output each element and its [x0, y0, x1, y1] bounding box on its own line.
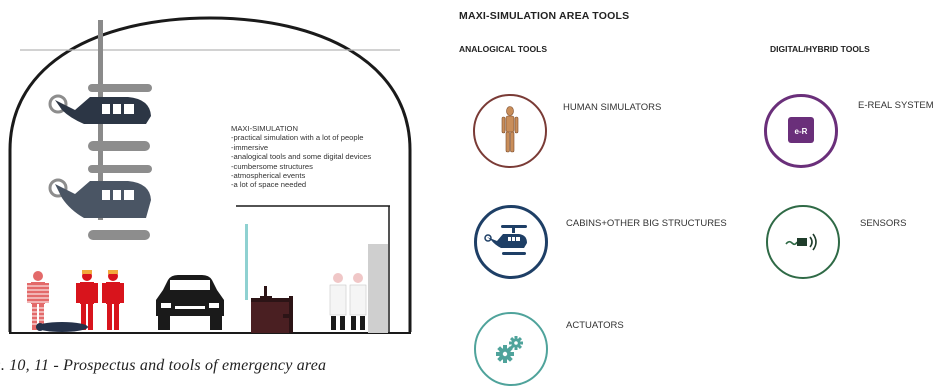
sensors-circle	[766, 205, 840, 279]
sensors-label: SENSORS	[860, 218, 907, 229]
human-simulators-label: HUMAN SIMULATORS	[563, 102, 662, 113]
e-real-logo-icon: e-R	[788, 117, 814, 143]
e-real-logo-text: e-R	[795, 127, 808, 136]
maxi-simulation-annotation: MAXI-SIMULATION -practical simulation wi…	[231, 124, 371, 190]
office-desk	[251, 286, 293, 333]
cabins-circle	[474, 205, 548, 279]
e-real-system-circle: e-R	[764, 94, 838, 168]
cabins-label: CABINS+OTHER BIG STRUCTURES	[566, 218, 727, 229]
maxi-simulation-illustration	[8, 16, 412, 334]
digital-tools-heading: DIGITAL/HYBRID TOOLS	[770, 44, 870, 54]
annotation-line: -cumbersome structures	[231, 161, 313, 171]
annotation-line: MAXI-SIMULATION	[231, 124, 298, 133]
annotation-line: -a lot of space needed	[231, 180, 307, 190]
sensor-icon	[785, 233, 817, 251]
mannequin-icon	[501, 106, 519, 153]
annotation-line: -immersive	[231, 142, 269, 152]
tools-panel-title: MAXI-SIMULATION AREA TOOLS	[459, 10, 630, 22]
annotation-line: -atmospherical events	[231, 171, 306, 181]
hanging-helicopter-top	[48, 84, 152, 151]
medical-staff-figures	[329, 273, 367, 330]
human-simulators-circle	[473, 94, 547, 168]
hanging-helicopter-bottom	[48, 165, 152, 240]
e-real-system-label: E-REAL SYSTEM	[858, 100, 934, 111]
actuators-label: ACTUATORS	[566, 320, 624, 331]
actuators-circle	[474, 312, 548, 386]
analogical-tools-heading: ANALOGICAL TOOLS	[459, 44, 547, 54]
gears-icon	[496, 336, 523, 363]
human-simulator-figures	[27, 270, 124, 332]
annotation-line: -analogical tools and some digital devic…	[231, 152, 372, 162]
helicopter-icon	[484, 225, 527, 255]
annotation-line: -practical simulation with a lot of peop…	[231, 133, 364, 143]
car-front-view	[156, 275, 224, 330]
figure-caption: Fig. 10, 11 - Prospectus and tools of em…	[0, 357, 327, 374]
